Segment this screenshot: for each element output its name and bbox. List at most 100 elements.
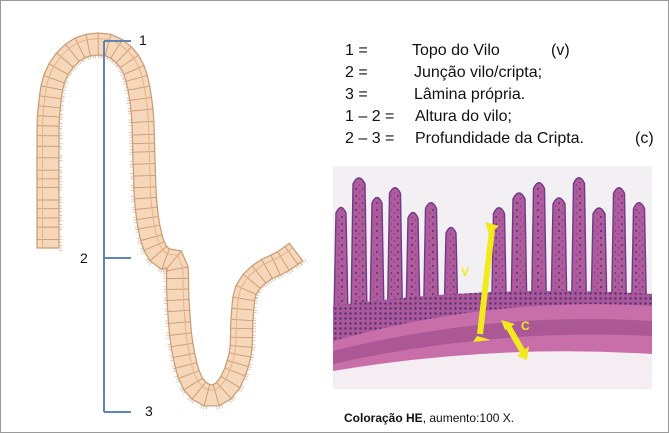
cell-wall [149, 246, 167, 262]
microvillus [182, 391, 186, 395]
microvillus [250, 356, 254, 358]
cell-wall [232, 296, 255, 302]
legend-row: 2 – 3 = Profundidade da Cripta. (c) [345, 128, 665, 150]
microvillus [63, 85, 67, 87]
microvillus [251, 354, 255, 356]
microvillus [265, 282, 269, 286]
cell-wall [251, 265, 267, 284]
legend-value: Lâmina própria. [414, 86, 526, 103]
cell-wall [216, 382, 232, 399]
cell-wall [235, 285, 257, 295]
microvillus [246, 373, 250, 376]
cell-wall [270, 254, 281, 276]
microvillus [69, 72, 73, 75]
microvillus [77, 62, 80, 66]
microvillus [108, 58, 111, 62]
cell-wall [173, 352, 195, 358]
microvillus [229, 400, 232, 403]
microvillus [90, 55, 92, 60]
microvillus [282, 273, 285, 277]
microvillus [304, 258, 307, 262]
cell-wall [135, 206, 158, 210]
microvillus [122, 78, 126, 80]
microvillus [123, 83, 127, 85]
microvillus [175, 378, 179, 380]
microvillus [162, 267, 167, 270]
microvillus [291, 269, 294, 273]
cell-wall [230, 345, 253, 348]
legend-row: 1 – 2 = Altura do vilo; [345, 106, 665, 128]
microvillus [258, 290, 262, 293]
legend-key: 3 = [345, 86, 368, 103]
villus-nuclei [426, 206, 436, 320]
cell-wall [161, 248, 170, 270]
microvillus [124, 87, 128, 89]
cell-wall [133, 174, 156, 177]
microvillus [247, 368, 251, 371]
microvillus [274, 277, 277, 281]
microvillus [160, 269, 163, 273]
legend: 1 = Topo do Vilo (v) 2 = Junção vilo/cri… [345, 40, 665, 150]
marker-1-label: 1 [139, 32, 147, 48]
villus-nuclei [514, 197, 524, 316]
cell-wall [123, 65, 145, 75]
villus-nuclei [494, 211, 504, 318]
microvillus [172, 370, 177, 372]
cell-wall [127, 85, 150, 91]
legend-value: Junção vilo/cripta; [414, 64, 543, 81]
microvillus [181, 389, 185, 392]
cell-wall [132, 151, 155, 153]
cell-wall [230, 318, 254, 322]
microvillus [163, 270, 167, 272]
villus-nuclei [614, 191, 624, 312]
microvillus [299, 262, 303, 266]
cell-wall [227, 359, 249, 368]
microvillus [67, 74, 72, 77]
cell-wall [166, 266, 189, 272]
cell-wall [134, 196, 157, 200]
microvillus [118, 69, 122, 72]
microvillus [141, 252, 146, 255]
microvillus [245, 375, 249, 378]
cell-wall [230, 327, 253, 330]
microvillus [263, 284, 267, 288]
microvillus [84, 57, 87, 61]
microvillus [280, 274, 282, 279]
epithelium-body [36, 32, 304, 407]
microvillus [136, 237, 141, 240]
villus-nuclei [534, 186, 544, 314]
microvillus [167, 343, 171, 345]
microvillus [157, 268, 160, 272]
cell-wall [43, 75, 65, 84]
villus-label: V [461, 265, 469, 279]
cell-wall [231, 307, 254, 311]
microvillus [66, 76, 70, 79]
microvillus [122, 80, 127, 83]
legend-tag: (v) [551, 42, 570, 59]
villus-nuclei [554, 202, 564, 312]
microvillus [256, 291, 261, 294]
cell-wall [131, 108, 153, 112]
measurement-bracket [103, 40, 131, 413]
caption-bold: Coloração HE [344, 411, 423, 425]
cell-wall [261, 259, 273, 279]
microvillus [231, 398, 234, 402]
microvillus [174, 375, 178, 378]
cell-wall [168, 321, 191, 324]
microvillus [106, 56, 109, 60]
legend-value: Altura do vilo; [415, 108, 512, 125]
cell-wall [169, 332, 192, 336]
microvillus [82, 58, 84, 62]
microvillus [249, 363, 253, 366]
microvillus [145, 258, 149, 262]
microvillus [239, 387, 243, 390]
microvillus [248, 366, 252, 368]
microvillus [169, 357, 174, 359]
cell-wall [220, 376, 241, 389]
microvillus [73, 66, 76, 70]
microvillus [81, 59, 84, 63]
microvillus [137, 240, 141, 242]
cell-wall [40, 85, 63, 91]
cell-wall [39, 95, 62, 100]
microvillus [187, 397, 191, 401]
